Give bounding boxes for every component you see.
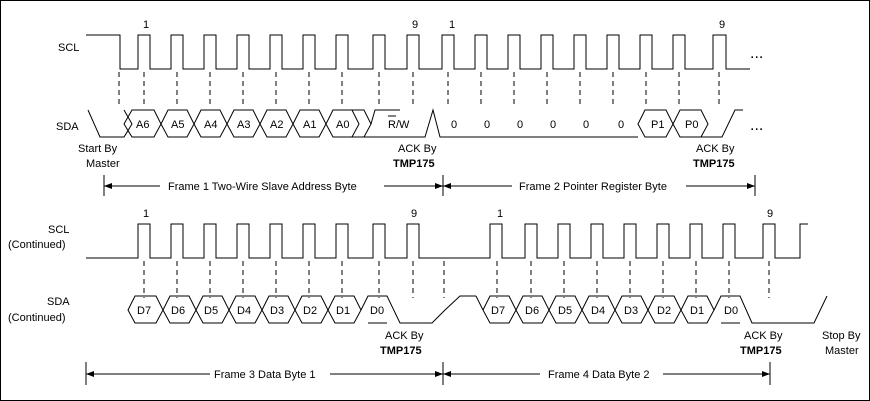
bit-a3: A3 (237, 119, 250, 131)
clock-number-9b-bottom: 9 (767, 208, 773, 220)
bit-d0: D0 (370, 305, 384, 317)
bit2-d5: D5 (558, 305, 572, 317)
frame1-label: Frame 1 Two-Wire Slave Address Byte (168, 181, 357, 193)
clock-number-1: 1 (143, 19, 149, 31)
sda-continued-label-1: SDA (47, 296, 70, 308)
clock-number-9: 9 (412, 19, 418, 31)
scl-guides-top (118, 72, 720, 108)
bit-d6: D6 (171, 305, 185, 317)
bit-d7: D7 (137, 305, 151, 317)
ack2-line1: ACK By (696, 143, 735, 155)
scl-continuation-ellipsis: ... (750, 45, 763, 62)
clock-number-9b: 9 (719, 19, 725, 31)
frame-arrows-bottom (85, 362, 771, 385)
bit-a5: A5 (171, 119, 184, 131)
scl-guides-bottom (143, 261, 770, 298)
sda-waveform-top (87, 110, 743, 137)
pointer-bit-1: 0 (451, 119, 457, 131)
start-by-master-line1: Start By (78, 143, 118, 155)
stop-by-master-line2: Master (825, 345, 859, 357)
scl-continued-label-1: SCL (48, 224, 69, 236)
ack4-line1: ACK By (744, 330, 783, 342)
ack3-line1: ACK By (385, 330, 424, 342)
ack4-line2: TMP175 (740, 345, 782, 357)
ack1-line2: TMP175 (393, 158, 435, 170)
bit2-d2: D2 (657, 305, 671, 317)
bit-a0: A0 (336, 119, 349, 131)
pointer-bit-p1: P1 (651, 119, 664, 131)
pointer-bit-3: 0 (517, 119, 523, 131)
ack2-line2: TMP175 (693, 158, 735, 170)
bit2-d6: D6 (525, 305, 539, 317)
rw-label-r: R (388, 119, 396, 131)
bit-d2: D2 (303, 305, 317, 317)
pointer-bit-2: 0 (484, 119, 490, 131)
pointer-bit-5: 0 (583, 119, 589, 131)
rw-label-w: /W (396, 119, 410, 131)
clock-number-1b: 1 (449, 19, 455, 31)
bit-a2: A2 (270, 119, 283, 131)
scl-continued-waveform (86, 223, 808, 259)
bit-d5: D5 (204, 305, 218, 317)
clock-number-1b-bottom: 1 (497, 208, 503, 220)
bit2-d3: D3 (624, 305, 638, 317)
clock-number-9-bottom: 9 (411, 208, 417, 220)
pointer-bit-labels: 0 0 0 0 0 0 P1 P0 (451, 119, 698, 131)
bit2-d4: D4 (591, 305, 605, 317)
pointer-bit-4: 0 (550, 119, 556, 131)
scl-continued-label-2: (Continued) (8, 239, 65, 251)
bit2-d0: D0 (724, 305, 738, 317)
frame3-label: Frame 3 Data Byte 1 (214, 369, 316, 381)
bit-a1: A1 (303, 119, 316, 131)
scl-label: SCL (58, 42, 79, 54)
sda-continued-label-2: (Continued) (8, 312, 65, 324)
pointer-bit-p0: P0 (685, 119, 698, 131)
ack3-line2: TMP175 (380, 345, 422, 357)
ack1-line1: ACK By (398, 143, 437, 155)
bit2-d7: D7 (491, 305, 505, 317)
stop-by-master-line1: Stop By (822, 330, 861, 342)
bit-a4: A4 (204, 119, 217, 131)
frame-arrows-top (103, 175, 756, 196)
bit-d4: D4 (237, 305, 251, 317)
rw-label: R /W (388, 115, 410, 131)
sda-continued-waveform (127, 295, 828, 324)
address-bit-labels: A6 A5 A4 A3 A2 A1 A0 (136, 119, 349, 131)
data-byte1-labels: D7 D6 D5 D4 D3 D2 D1 D0 (137, 305, 384, 317)
frame2-label: Frame 2 Pointer Register Byte (519, 181, 667, 193)
scl-waveform (86, 34, 750, 70)
bit-d1: D1 (336, 305, 350, 317)
sda-label: SDA (56, 121, 79, 133)
start-by-master-line2: Master (86, 158, 120, 170)
bit-a6: A6 (136, 119, 149, 131)
frame4-label: Frame 4 Data Byte 2 (548, 369, 650, 381)
data-byte2-labels: D7 D6 D5 D4 D3 D2 D1 D0 (491, 305, 738, 317)
clock-number-1-bottom: 1 (143, 208, 149, 220)
sda-continuation-ellipsis: ... (750, 117, 763, 134)
bit2-d1: D1 (690, 305, 704, 317)
pointer-bit-6: 0 (618, 119, 624, 131)
bit-d3: D3 (270, 305, 284, 317)
